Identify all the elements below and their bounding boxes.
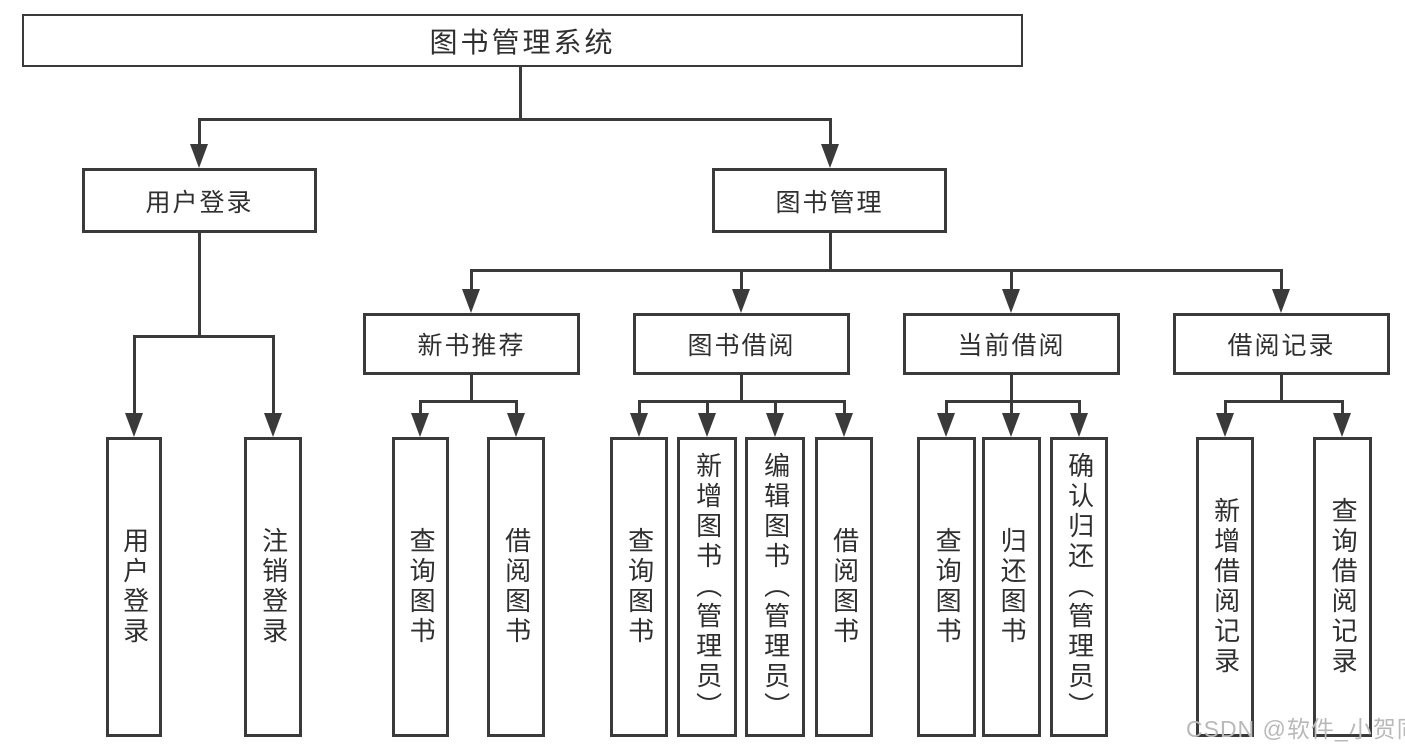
leaf-label: 确认归还（管理员） [1064,452,1095,722]
arrow-down-icon [462,289,480,313]
leaf-confirm-return-admin: 确认归还（管理员） [1050,437,1108,737]
arrow-down-icon [411,413,429,437]
connector-root-stem [519,67,522,119]
arrow-down-icon [766,413,784,437]
arrow-down-icon [1216,413,1234,437]
connector-borrow-records-horizontal [1224,400,1344,403]
connector-leaf-drop [638,400,641,415]
connector-root-horizontal [198,118,832,121]
leaf-borrow-books: 借阅图书 [815,437,873,737]
connector-current-borrow-horizontal [945,400,1081,403]
leaf-query-borrow-record: 查询借阅记录 [1313,437,1372,737]
arrow-down-icon [1333,413,1351,437]
arrow-down-icon [264,413,282,437]
connector-leaf-drop [706,400,709,415]
leaf-label: 用户登录 [119,527,150,647]
connector-leaf-drop [843,400,846,415]
arrow-down-icon [125,413,143,437]
leaf-label: 新增借阅记录 [1210,497,1241,677]
leaf-logout: 注销登录 [244,437,302,737]
connector-drop-book-management [829,118,832,148]
leaf-return-books: 归还图书 [982,437,1041,737]
connector-leaf-drop [1078,400,1081,415]
leaf-label: 查询图书 [406,527,437,647]
leaf-query-books-borrowing: 查询图书 [610,437,668,737]
connector-leaf-drop [419,400,422,415]
arrow-down-icon [1272,289,1290,313]
node-book-management: 图书管理 [712,168,947,233]
arrow-down-icon [821,144,839,168]
connector-new-books-horizontal [419,400,518,403]
arrow-down-icon [630,413,648,437]
connector-borrow-records-stem [1280,375,1283,401]
leaf-edit-books-admin: 编辑图书（管理员） [745,437,805,737]
connector-drop-book-borrow [740,269,743,291]
connector-leaf-drop [1010,400,1013,415]
connector-drop-leaf-login [133,335,136,415]
leaf-label: 编辑图书（管理员） [760,452,791,722]
arrow-down-icon [937,413,955,437]
csdn-watermark: CSDN @软件_小贺同学 [1186,716,1405,742]
node-user-login: 用户登录 [82,168,317,233]
connector-book-borrow-horizontal [638,400,846,403]
leaf-label: 查询图书 [932,527,963,647]
connector-current-borrow-stem [1010,375,1013,401]
connector-book-borrow-stem [740,375,743,401]
leaf-query-books-current: 查询图书 [917,437,976,737]
leaf-add-borrow-record: 新增借阅记录 [1196,437,1254,737]
leaf-label: 注销登录 [258,527,289,647]
connector-leaf-drop [515,400,518,415]
node-label: 用户登录 [145,188,254,217]
connector-new-books-stem [470,375,473,401]
arrow-down-icon [190,144,208,168]
node-label: 图书管理系统 [429,26,616,58]
node-borrow-records: 借阅记录 [1173,313,1390,375]
node-library-management-system: 图书管理系统 [22,14,1023,67]
leaf-label: 查询借阅记录 [1328,497,1359,677]
connector-user-login-horizontal [133,335,275,338]
connector-leaf-drop [774,400,777,415]
connector-drop-borrow-records [1280,269,1283,291]
leaf-label: 归还图书 [997,527,1028,647]
connector-book-mgmt-stem [829,233,832,271]
arrow-down-icon [1002,289,1020,313]
arrow-down-icon [507,413,525,437]
arrow-down-icon [835,413,853,437]
connector-leaf-drop [1341,400,1344,415]
connector-book-mgmt-horizontal [470,269,1283,272]
node-book-borrowing: 图书借阅 [633,313,850,375]
node-current-borrowing: 当前借阅 [903,313,1120,375]
connector-drop-user-login [198,118,201,148]
arrow-down-icon [1002,413,1020,437]
connector-drop-new-books [470,269,473,291]
leaf-borrow-books-recommend: 借阅图书 [487,437,545,737]
arrow-down-icon [1070,413,1088,437]
node-label: 图书管理 [775,188,884,217]
connector-leaf-drop [945,400,948,415]
node-label: 新书推荐 [417,332,526,360]
node-new-book-recommend: 新书推荐 [363,313,580,375]
arrow-down-icon [698,413,716,437]
leaf-label: 新增图书（管理员） [692,452,723,722]
arrow-down-icon [732,289,750,313]
connector-drop-current-borrow [1010,269,1013,291]
leaf-user-login: 用户登录 [106,437,162,737]
connector-drop-leaf-logout [272,335,275,415]
leaf-label: 借阅图书 [829,527,860,647]
leaf-label: 借阅图书 [501,527,532,647]
node-label: 当前借阅 [957,332,1066,360]
leaf-add-books-admin: 新增图书（管理员） [677,437,737,737]
connector-leaf-drop [1224,400,1227,415]
leaf-query-books-recommend: 查询图书 [392,437,449,737]
node-label: 借阅记录 [1227,332,1336,360]
leaf-label: 查询图书 [624,527,655,647]
node-label: 图书借阅 [687,332,796,360]
connector-user-login-stem [198,233,201,336]
